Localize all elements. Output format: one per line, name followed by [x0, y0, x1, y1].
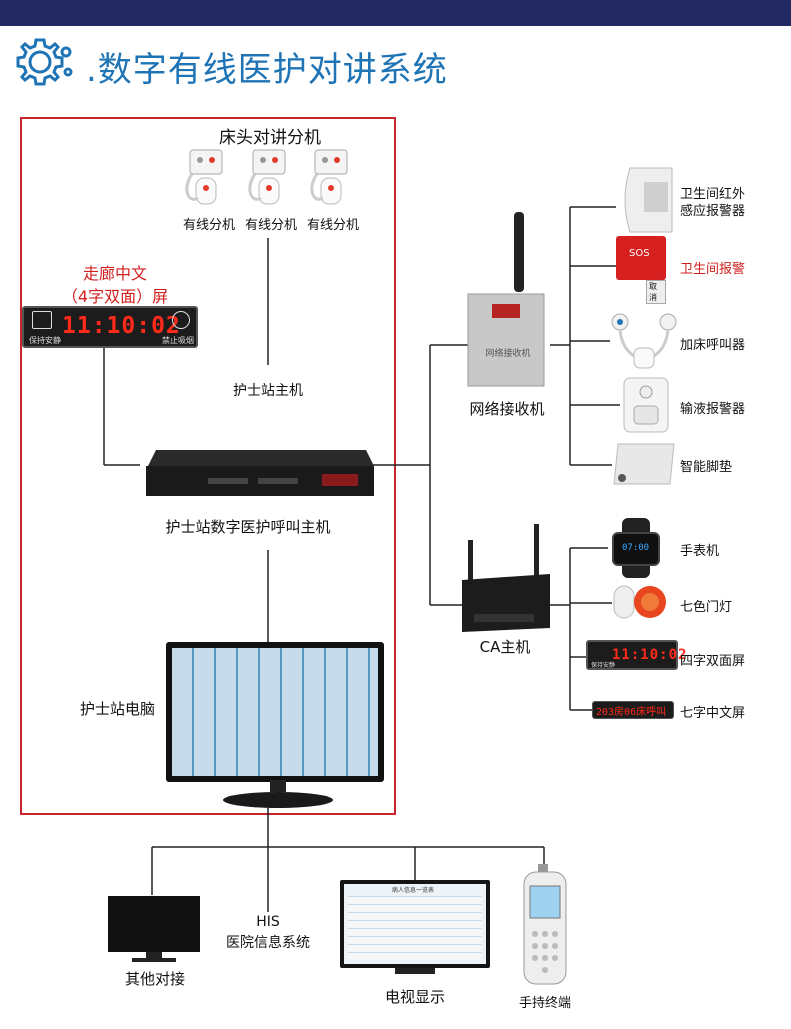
display-stand	[395, 968, 435, 974]
corridor-label-line2: （4字双面）屏	[61, 287, 169, 306]
nurse-station-frame	[20, 117, 396, 815]
host-label: 护士站主机	[233, 383, 303, 399]
page-title: .数字有线医护对讲系统	[86, 50, 448, 90]
smartwatch-icon: 07:00	[608, 518, 664, 578]
seven-char-screen-icon: 203房06床呼叫	[592, 701, 674, 719]
ca-host-device	[462, 524, 550, 632]
network-receiver-device	[467, 212, 545, 387]
watch-face: 07:00	[612, 532, 660, 566]
gear-icon	[16, 38, 73, 86]
bedside-title: 床头对讲分机	[219, 128, 321, 148]
sensor-label-4: 输液报警器	[680, 402, 746, 417]
sos-cancel-button: 取消	[646, 280, 666, 304]
main-host-label: 护士站数字医护呼叫主机	[165, 518, 331, 536]
pc-label: 护士站电脑	[80, 700, 156, 718]
corridor-time: 11:10:02	[62, 313, 181, 339]
tv-icon	[108, 896, 200, 962]
intercom-icon	[248, 149, 286, 205]
no-smoking-caption: 禁止吸烟	[162, 336, 194, 345]
bedside-unit-label-2: 有线分机	[244, 218, 297, 233]
sensor-label-3: 加床呼叫器	[680, 338, 746, 353]
receiver-label: 网络接收机	[469, 400, 545, 418]
top-bar	[0, 0, 791, 26]
smart-mat-icon	[613, 443, 675, 485]
quiet-icon	[32, 311, 52, 329]
ca-device-label-3: 四字双面屏	[680, 654, 746, 669]
ca-device-label-1: 手表机	[680, 544, 720, 559]
watch-screen-time: 07:00	[622, 543, 650, 553]
sos-badge: SOS	[629, 248, 650, 259]
intercom-icon	[310, 149, 348, 205]
bedside-unit-3	[305, 148, 361, 214]
corridor-label-line1: 走廊中文	[82, 264, 147, 283]
no-smoking-icon	[172, 311, 190, 329]
intercom-icon	[185, 149, 223, 205]
bedside-unit-1	[180, 148, 236, 214]
display-screen: 病人信息一览表	[344, 884, 486, 964]
sensor-label-1: 卫生间红外 感应报警器	[680, 187, 746, 219]
display-label: 电视显示	[384, 988, 445, 1006]
handheld-label: 手持终端	[518, 996, 571, 1011]
display-header: 病人信息一览表	[392, 887, 435, 894]
infusion-alarm-icon	[623, 377, 669, 433]
nurse-pc-monitor	[166, 642, 384, 782]
call-cord-icon	[611, 313, 677, 369]
sos-panel: SOS	[616, 236, 666, 280]
bedside-unit-label-3: 有线分机	[306, 218, 359, 233]
corridor-screen: 保持安静 11:10:02 禁止吸烟	[22, 306, 198, 348]
receiver-face-text: 网络接收机	[485, 349, 531, 359]
his-line2: 医院信息系统	[226, 935, 310, 951]
quiet-caption: 保持安静	[29, 336, 61, 345]
seven-char-text: 203房06床呼叫	[596, 707, 667, 718]
his-line1: HIS	[256, 914, 280, 930]
four-char-time: 11:10:02	[612, 647, 688, 663]
main-host-device	[146, 450, 374, 496]
pc-stand	[223, 780, 333, 808]
ca-device-label-4: 七字中文屏	[680, 706, 746, 721]
tv-label: 其他对接	[124, 970, 185, 988]
sensor-label-5: 智能脚垫	[680, 460, 733, 475]
ca-label: CA主机	[479, 638, 531, 656]
four-char-screen-icon: 保持安静 11:10:02	[586, 640, 686, 670]
pc-screen-grid	[172, 648, 378, 776]
display-monitor: 病人信息一览表	[340, 880, 490, 968]
sos-alarm-icon: SOS 取消	[616, 236, 666, 304]
handheld-terminal-icon	[523, 864, 567, 985]
bedside-unit-2	[243, 148, 299, 214]
door-light-icon	[613, 585, 666, 619]
infrared-sensor-icon	[624, 167, 673, 233]
sensor-label-2: 卫生间报警	[680, 262, 746, 277]
four-char-caption: 保持安静	[591, 662, 616, 669]
bedside-unit-label-1: 有线分机	[182, 218, 235, 233]
ca-device-label-2: 七色门灯	[680, 600, 733, 615]
display-table	[348, 896, 482, 960]
